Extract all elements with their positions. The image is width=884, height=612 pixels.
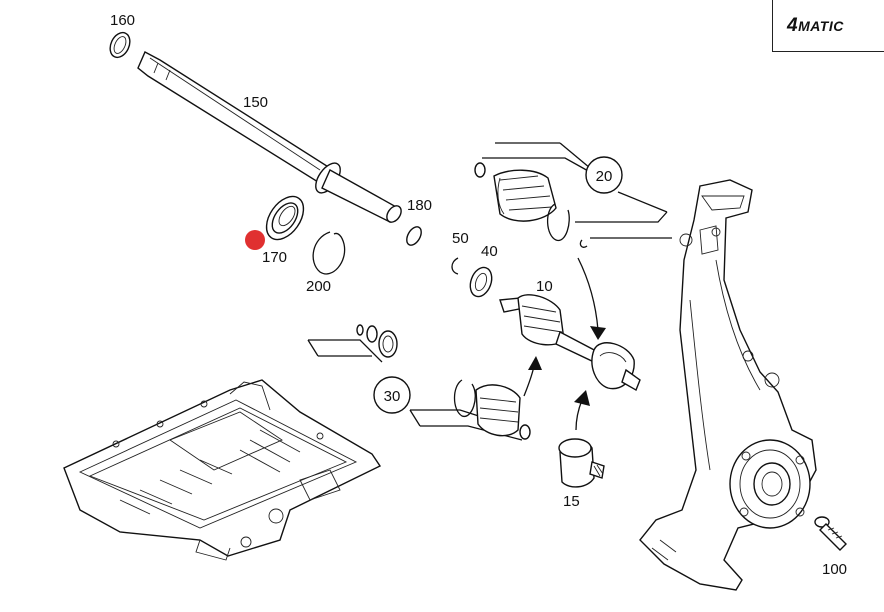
callout-200: 200 (306, 278, 331, 295)
callout-170: 170 (262, 249, 287, 266)
part-160-ring[interactable] (106, 29, 133, 60)
callout-150: 150 (243, 94, 268, 111)
4matic-logo: 4MATIC (772, 0, 884, 52)
part-170-bearing[interactable] (259, 190, 311, 247)
part-200-snap-ring[interactable] (312, 231, 346, 275)
oil-pan-housing (63, 379, 382, 561)
arrow-30-to-10 (523, 356, 542, 397)
logo-text: 4MATIC (787, 15, 844, 36)
callout-50: 50 (452, 230, 469, 247)
part-20-boot-kit[interactable] (474, 142, 672, 248)
part-150-shaft[interactable] (137, 51, 404, 225)
callout-30: 30 (384, 388, 401, 405)
part-40-seal[interactable] (466, 264, 495, 299)
steering-knuckle (639, 179, 817, 591)
callout-badge-30 (373, 376, 411, 414)
arrow-15-to-10 (574, 390, 590, 431)
part-15-cv-joint[interactable] (558, 438, 605, 488)
part-30-boot-kit[interactable] (307, 324, 531, 441)
part-180-circlip[interactable] (404, 224, 424, 247)
callout-160: 160 (110, 12, 135, 29)
highlight-marker (245, 230, 265, 250)
part-50-clip[interactable] (451, 257, 459, 275)
callout-180: 180 (407, 197, 432, 214)
callout-10: 10 (536, 278, 553, 295)
callout-20: 20 (596, 168, 613, 185)
callout-100: 100 (822, 561, 847, 578)
arrow-20-to-10 (577, 257, 606, 340)
callout-15: 15 (563, 493, 580, 510)
part-100-bolt[interactable] (814, 516, 847, 551)
callout-badge-20 (585, 156, 623, 194)
callout-40: 40 (481, 243, 498, 260)
part-10-drive-shaft[interactable] (499, 294, 641, 392)
